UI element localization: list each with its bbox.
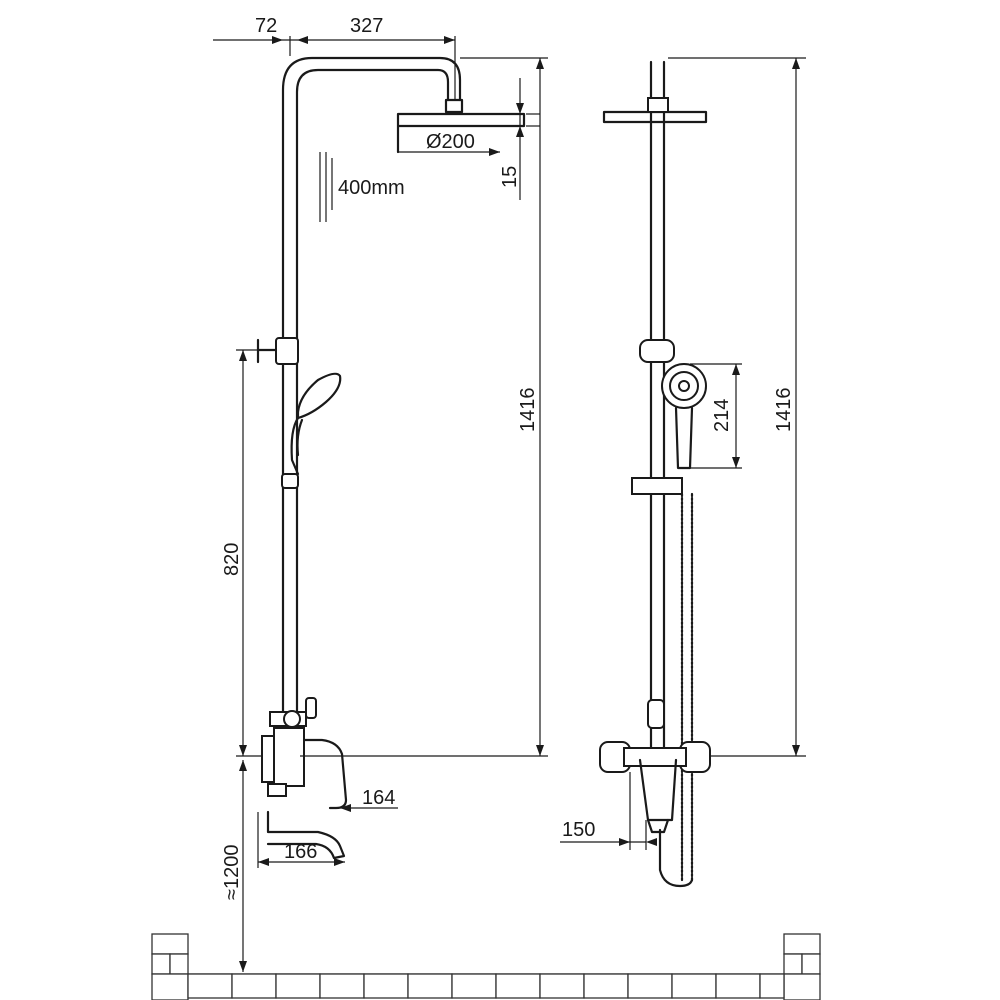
front-riser-pipe (649, 60, 666, 750)
floor-brick (231, 973, 277, 999)
floor-brick (715, 973, 761, 999)
front-rain-shower-head (602, 110, 708, 124)
floor-brick (363, 973, 409, 999)
floor-brick (495, 973, 541, 999)
dim-spout-height: 164 (362, 787, 395, 809)
floor-brick (451, 973, 497, 999)
front-wall-bracket (639, 339, 675, 363)
front-diverter (647, 699, 665, 729)
floor-brick (407, 973, 453, 999)
floor-brick (187, 973, 233, 999)
riser-pipe-outer (281, 56, 462, 714)
dim-mixer-centres: 150 (562, 819, 595, 841)
side-view (256, 56, 526, 860)
mixer-body-side (261, 727, 348, 810)
hose-loop (658, 828, 694, 888)
front-head-connector (647, 97, 669, 113)
mixer-body-front (599, 741, 711, 834)
bath-spout (266, 810, 346, 860)
dim-spout-length: 166 (284, 841, 317, 863)
rain-shower-head (396, 112, 526, 154)
floor-brick (627, 973, 673, 999)
floor-brick (583, 973, 629, 999)
slide-bar-joint (281, 473, 299, 489)
dimension-lines (213, 36, 806, 972)
dimension-labels: 72 327 Ø200 15 400mm 1416 820 164 166 ≈1… (221, 15, 795, 900)
wall-bracket (256, 337, 299, 365)
floor-brick (319, 973, 365, 999)
diverter (269, 697, 317, 728)
front-slide-holder (631, 477, 683, 495)
dim-arm-offset: 72 (255, 15, 277, 37)
hand-shower-side (290, 372, 342, 476)
flexible-hose (680, 492, 694, 882)
dim-head-diameter: Ø200 (426, 131, 475, 153)
brick-floor (151, 933, 821, 1000)
dim-head-thickness: 15 (499, 166, 521, 188)
floor-brick (759, 973, 785, 999)
floor-brick (671, 973, 717, 999)
front-view (599, 60, 711, 888)
hand-shower-front (661, 363, 707, 470)
dim-pipe-extension: 400mm (338, 177, 405, 199)
dim-slide-height: 820 (221, 543, 243, 576)
floor-brick (539, 973, 585, 999)
dim-handset-length: 214 (711, 399, 733, 432)
floor-brick (275, 973, 321, 999)
dim-total-height-front: 1416 (773, 388, 795, 433)
shower-head-connector (444, 98, 464, 114)
riser-pipe-inner (295, 68, 450, 714)
dim-total-height-side: 1416 (517, 388, 539, 433)
dim-arm-length: 327 (350, 15, 383, 37)
dim-floor-height: ≈1200 (221, 845, 243, 900)
